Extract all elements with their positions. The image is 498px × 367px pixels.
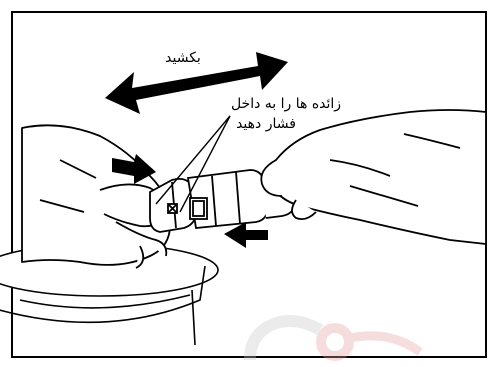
watermark-logo [250,321,420,360]
push-label-line2: فشار دهید [236,116,296,132]
left-hand [22,125,170,268]
push-arrow-bottom [224,222,268,248]
pull-label: بکشید [165,50,201,66]
push-label-line1: زائده ها را به داخل [231,96,341,112]
